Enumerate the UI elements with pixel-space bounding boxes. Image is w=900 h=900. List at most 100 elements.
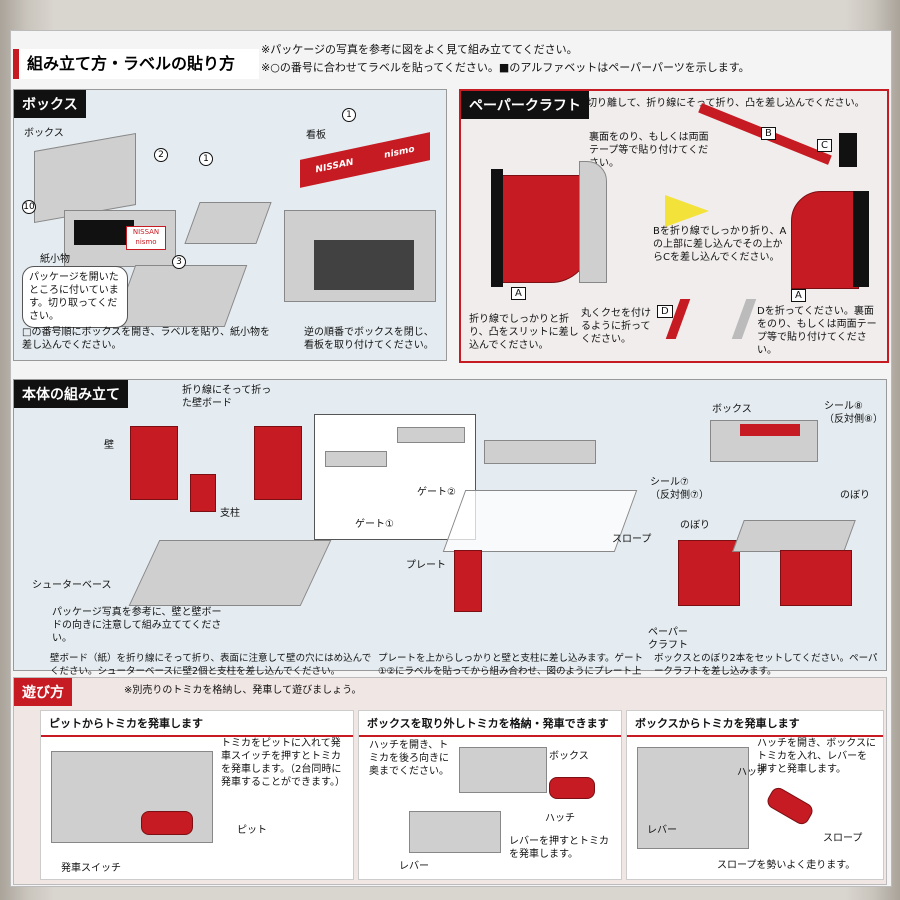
assembly-reference-note: パッケージ写真を参考に、壁と壁ボードの向きに注意して組み立ててください。: [52, 607, 222, 644]
lever-label-2: レバー: [399, 861, 429, 872]
hatch-label-3: ハッチ: [737, 767, 767, 778]
box-final-sign: [740, 424, 800, 436]
assembly-tag: 本体の組み立て: [14, 380, 128, 408]
plate-wall-left: [454, 550, 482, 612]
gate-inset: ゲート① ゲート②: [314, 414, 476, 540]
assembly-step-1: 壁ボード（紙）を折り線にそって折り、表面に注意して壁の穴にはめ込んでください。シ…: [50, 653, 372, 677]
pit-label: ピット: [237, 825, 267, 836]
papercraft-piece-d: [665, 299, 757, 339]
box-removed-illustration: [459, 747, 547, 793]
box-card-nissan: NISSAN: [132, 228, 160, 236]
final-plate: [732, 520, 856, 552]
header-note-2: ※○の番号に合わせてラベルを貼ってください。■のアルファベットはペーパーパーツを…: [261, 61, 750, 74]
sign-label: 看板: [306, 130, 326, 141]
pillar-illustration: [190, 474, 216, 512]
launch-switch-label: 発車スイッチ: [61, 863, 121, 874]
tower-illustration: [637, 747, 749, 849]
gate-top-illustration: [484, 440, 596, 464]
letter-a-left: A: [511, 287, 526, 300]
step-num-3: 3: [172, 255, 186, 269]
car-illustration-2: [549, 777, 595, 799]
closed-box-window: [314, 240, 414, 290]
papercraft-assembled: [791, 191, 859, 289]
small-parts-bubble: パッケージを開いたところに付いています。切り取ってください。: [22, 266, 128, 328]
sign-label-num: 1: [342, 108, 356, 122]
play-panel: 遊び方 ※別売りのトミカを格納し、発車して遊びましょう。 ピットからトミカを発車…: [13, 677, 887, 885]
box-logo-card: NISSAN nismo: [126, 226, 166, 250]
play-card-3: ボックスからトミカを発車します ハッチを開き、ボックスにトミカを入れ、レバーを押…: [626, 710, 884, 880]
letter-b: B: [761, 127, 776, 140]
play-card-1-text: トミカをピットに入れて発車スイッチを押すとトミカを発車します。（2台同時に発車す…: [221, 738, 345, 788]
box-label-final: ボックス: [712, 404, 752, 415]
car-illustration-3: [764, 784, 816, 828]
gate2-label: ゲート②: [417, 487, 456, 498]
play-card-2: ボックスを取り外しトミカを格納・発車できます ハッチを開き、トミカを後ろ向きに奥…: [358, 710, 622, 880]
title-text: 組み立て方・ラベルの貼り方: [27, 54, 236, 73]
papercraft-text-5: Dを折ってください。裏面をのり、もしくは両面テープ等で貼り付けてください。: [757, 306, 877, 356]
papercraft-panel: ペーパークラフト 切り離して、折り線にそって折り、凸を差し込んでください。 裏面…: [459, 89, 889, 363]
box-label: ボックス: [24, 128, 64, 139]
gate1-label: ゲート①: [355, 519, 394, 530]
final-wall-right: [780, 550, 852, 606]
letter-d: D: [657, 305, 673, 318]
sign-nismo: nismo: [384, 144, 415, 161]
assembly-step-3: ボックスとのぼり2本をセットしてください。ペーパークラフトを差し込みます。: [654, 653, 878, 677]
play-card-3-title: ボックスからトミカを発車します: [627, 711, 883, 737]
box-instruction-right: 逆の順番でボックスを閉じ、看板を取り付けてください。: [304, 327, 434, 351]
lever-note-2: レバーを押すとトミカを発車します。: [509, 836, 609, 860]
papercraft-piece-a-edge: [491, 169, 503, 287]
assembly-panel: 本体の組み立て 折り線にそって折った壁ボード 壁 壁 支柱 シューターベース パ…: [13, 379, 887, 690]
pillar-label: 支柱: [220, 508, 240, 519]
label-num-10: 10: [22, 200, 36, 214]
play-card-2-title: ボックスを取り外しトミカを格納・発車できます: [359, 711, 621, 737]
play-card-3-text: ハッチを開き、ボックスにトミカを入れ、レバーを押すと発車します。: [757, 738, 876, 775]
page-title: 組み立て方・ラベルの貼り方: [13, 49, 259, 79]
papercraft-intro: 切り離して、折り線にそって折り、凸を差し込んでください。: [587, 98, 865, 109]
papercraft-flap: [579, 161, 607, 283]
letter-c: C: [817, 139, 832, 152]
slope-label: スロープ: [612, 534, 652, 545]
box-flap-illustration: [112, 265, 248, 327]
box-card-nismo: nismo: [135, 238, 157, 246]
gate1-illustration: [325, 451, 387, 467]
flag-label-left: のぼり: [680, 520, 710, 531]
final-wall-left: [678, 540, 740, 606]
fold-wall-board-label: 折り線にそって折った壁ボード: [182, 385, 272, 409]
letter-a-right: A: [791, 289, 806, 302]
box-instruction-left: □の番号順にボックスを開き、ラベルを貼り、紙小物を差し込んでください。: [22, 327, 271, 351]
wall-left-illustration: [130, 426, 178, 500]
step-num-2: 2: [154, 148, 168, 162]
box-side-flap-illustration: [184, 202, 272, 244]
plate-label: プレート: [406, 560, 446, 571]
hatch-label-2: ハッチ: [545, 813, 575, 824]
car-illustration-1: [141, 811, 193, 835]
papercraft-tag: ペーパークラフト: [461, 91, 589, 119]
box-label-play: ボックス: [549, 751, 589, 762]
papercraft-text-4: 丸くクセを付けるように折ってください。: [581, 308, 651, 345]
instruction-sheet: 組み立て方・ラベルの貼り方 ※パッケージの写真を参考に図をよく見て組み立ててくだ…: [10, 30, 892, 887]
play-card-1-title: ピットからトミカを発車します: [41, 711, 353, 737]
slope-note-3: スロープを勢いよく走ります。: [717, 860, 856, 871]
wall-right-illustration: [254, 426, 302, 500]
header-note-1: ※パッケージの写真を参考に図をよく見て組み立ててください。: [261, 43, 578, 56]
papercraft-assembled-edge: [853, 191, 869, 287]
slope-label-3: スロープ: [823, 833, 863, 844]
wall-label-left: 壁: [104, 440, 114, 451]
box-tag: ボックス: [14, 90, 86, 118]
seal7-label: シール⑦（反対側⑦）: [650, 477, 709, 501]
pit-illustration: [51, 751, 213, 843]
yellow-arrow-right: [665, 195, 709, 227]
play-card-2-text: ハッチを開き、トミカを後ろ向きに奥までください。: [369, 740, 449, 777]
step-num-1: 1: [199, 152, 213, 166]
gate2-illustration: [397, 427, 465, 443]
papercraft-text-2: Bを折り線でしっかり折り、Aの上部に差し込んでその上からCを差し込んでください。: [653, 226, 787, 263]
papercraft-label-final: ペーパークラフト: [648, 627, 688, 651]
seal8-label: シール⑧（反対側⑧）: [824, 401, 883, 425]
box-interior-illustration: [74, 220, 134, 245]
plate-illustration: [442, 490, 638, 552]
play-note: ※別売りのトミカを格納し、発車して遊びましょう。: [124, 685, 362, 696]
papercraft-text-1: 裏面をのり、もしくは両面テープ等で貼り付けてください。: [589, 132, 709, 169]
lever-label-3: レバー: [647, 825, 677, 836]
shooter-base-illustration: [128, 540, 332, 606]
